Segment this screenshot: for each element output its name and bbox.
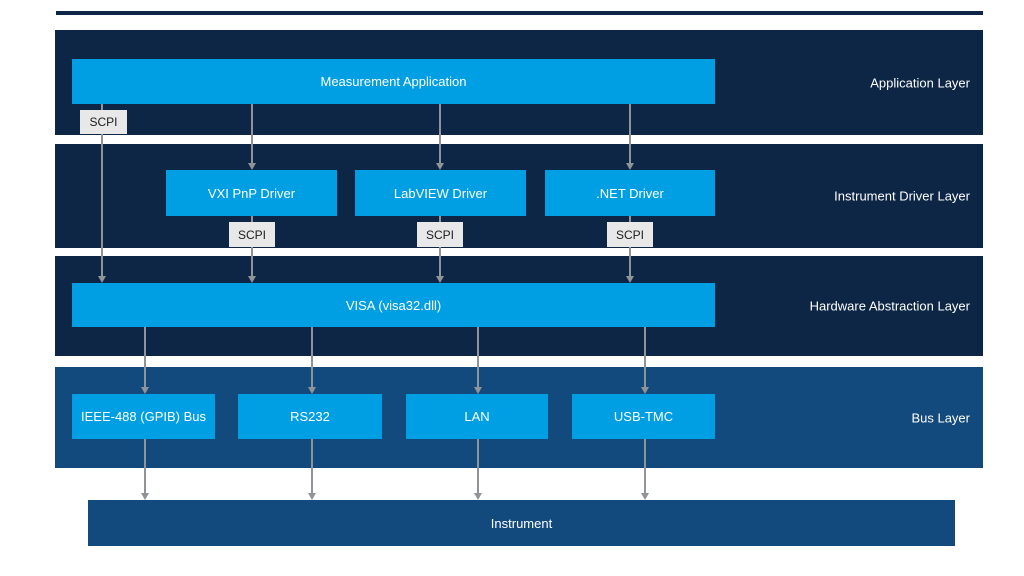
connector-line [251, 104, 253, 164]
node-dotnet-driver: .NET Driver [545, 170, 715, 216]
node-rs232-bus: RS232 [238, 394, 382, 439]
connector-line [101, 104, 103, 277]
connector-line [629, 104, 631, 164]
node-ieee488-gpib-bus: IEEE-488 (GPIB) Bus [72, 394, 215, 439]
connector-line [644, 327, 646, 388]
connector-line [144, 327, 146, 388]
node-instrument: Instrument [88, 500, 955, 546]
arrow-down-icon [640, 493, 649, 500]
arrow-down-icon [140, 387, 149, 394]
connector-line [477, 327, 479, 388]
scpi-protocol-tag: SCPI [417, 222, 463, 247]
arrow-down-icon [625, 163, 634, 170]
arrow-down-icon [247, 163, 256, 170]
node-visa: VISA (visa32.dll) [72, 283, 715, 327]
connector-line [644, 439, 646, 494]
node-measurement-application: Measurement Application [72, 59, 715, 104]
connector-line [439, 104, 441, 164]
connector-line [477, 439, 479, 494]
node-vxi-pnp-driver: VXI PnP Driver [166, 170, 337, 216]
arrow-down-icon [473, 493, 482, 500]
arrow-down-icon [435, 163, 444, 170]
arrow-down-icon [640, 387, 649, 394]
connector-line [311, 439, 313, 494]
arrow-down-icon [140, 493, 149, 500]
arrow-down-icon [625, 276, 634, 283]
arrow-down-icon [247, 276, 256, 283]
layer-label-application: Application Layer [870, 75, 970, 90]
scpi-protocol-tag: SCPI [229, 222, 275, 247]
scpi-protocol-tag: SCPI [80, 110, 127, 134]
scpi-protocol-tag: SCPI [607, 222, 653, 247]
node-usb-tmc-bus: USB-TMC [572, 394, 715, 439]
arrow-down-icon [307, 387, 316, 394]
layer-label-bus: Bus Layer [911, 410, 970, 425]
node-labview-driver: LabVIEW Driver [355, 170, 526, 216]
arrow-down-icon [307, 493, 316, 500]
layer-label-instrument-driver: Instrument Driver Layer [834, 188, 970, 204]
connector-line [144, 439, 146, 494]
arrow-down-icon [97, 276, 106, 283]
connector-line [311, 327, 313, 388]
node-lan-bus: LAN [406, 394, 548, 439]
arrow-down-icon [473, 387, 482, 394]
arrow-down-icon [435, 276, 444, 283]
layer-label-hardware-abstraction: Hardware Abstraction Layer [809, 298, 970, 314]
top-border-strip [56, 11, 983, 15]
